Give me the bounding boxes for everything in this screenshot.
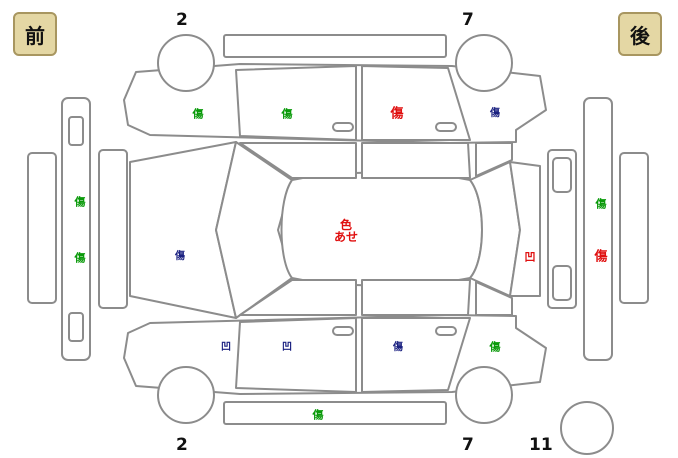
damage-mark-roof: 色 あせ [334, 219, 358, 243]
damage-mark-bottom-front-fender: 凹 [221, 342, 231, 353]
wheel-top-front [157, 34, 215, 92]
wheel-number-top-rear: 7 [462, 10, 474, 30]
bottom-quarter-glass [475, 281, 513, 316]
wheel-number-bottom-rear: 7 [462, 435, 474, 455]
taillight-top [552, 157, 572, 193]
top-rear-window [361, 142, 471, 179]
front-bumper [61, 97, 91, 361]
headlight-top [68, 116, 84, 146]
front-grille [98, 149, 128, 309]
trunk-panel [509, 161, 541, 297]
wheel-number-bottom-front: 2 [176, 435, 188, 455]
bottom-rear-door [361, 317, 471, 393]
wheel-number-top-front: 2 [176, 10, 188, 30]
damage-mark-bottom-front-door: 凹 [282, 342, 292, 353]
rear-bumper [583, 97, 613, 361]
damage-mark-bottom-rear-door: 傷 [393, 342, 403, 353]
top-front-door-handle [332, 122, 354, 132]
top-rear-door [361, 65, 471, 141]
damage-mark-bottom-side-skirt: 傷 [312, 408, 324, 422]
roof-panel [280, 171, 483, 287]
damage-mark-top-front-door: 傷 [281, 107, 293, 121]
top-rear-door-handle [435, 122, 457, 132]
spare-tire-number: 11 [529, 435, 553, 455]
bottom-front-door-handle [332, 326, 354, 336]
bottom-front-door [235, 317, 357, 393]
damage-mark-top-front-fender: 傷 [192, 107, 204, 121]
top-quarter-glass [475, 142, 513, 177]
bottom-rear-window [361, 279, 471, 316]
rear-bumper-bar [619, 152, 649, 304]
roof-mark-line2: あせ [333, 230, 359, 244]
wheel-bottom-front [157, 366, 215, 424]
roof-mark-line1: 色 [339, 218, 353, 232]
bottom-front-window [239, 279, 357, 316]
front-bumper-bar [27, 152, 57, 304]
front-badge-label: 前 [25, 23, 45, 48]
bottom-side-skirt [223, 401, 447, 425]
damage-mark-trunk: 凹 [524, 250, 536, 264]
top-front-door [235, 65, 357, 141]
bottom-rear-door-handle [435, 326, 457, 336]
damage-mark-rear-bumper-upper: 傷 [595, 197, 607, 211]
top-side-skirt [223, 34, 447, 58]
spare-tire [560, 401, 614, 455]
damage-mark-front-bumper-lower: 傷 [74, 251, 86, 265]
top-front-window [239, 142, 357, 179]
taillight-bottom [552, 265, 572, 301]
headlight-bottom [68, 312, 84, 342]
damage-mark-bottom-rear-fender: 傷 [489, 340, 501, 354]
rear-badge-label: 後 [630, 23, 650, 48]
damage-mark-top-rear-fender: 傷 [490, 108, 500, 119]
front-direction-badge: 前 [13, 12, 57, 56]
damage-mark-front-bumper-upper: 傷 [74, 195, 86, 209]
wheel-bottom-rear [455, 366, 513, 424]
rear-direction-badge: 後 [618, 12, 662, 56]
damage-mark-top-rear-door: 傷 [390, 106, 404, 122]
damage-mark-rear-bumper-lower: 傷 [594, 249, 608, 265]
wheel-top-rear [455, 34, 513, 92]
damage-mark-hood: 傷 [175, 251, 185, 262]
